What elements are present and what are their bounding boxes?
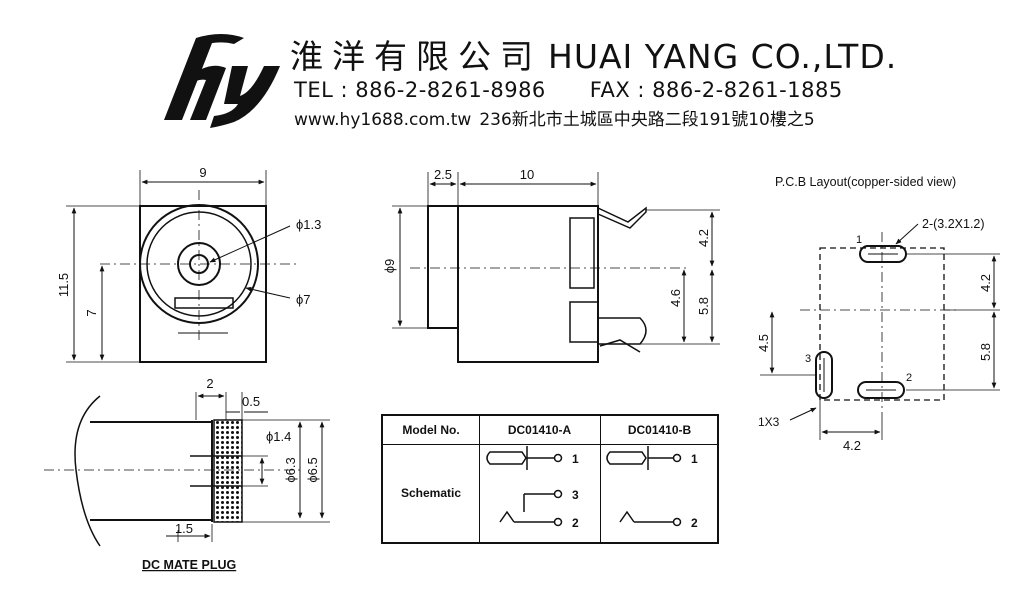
web-address-line: www.hy1688.com.tw 236新北市土城區中央路二段191號10樓之5	[294, 105, 815, 130]
model-table-divider-2	[600, 416, 601, 542]
pcb-title: P.C.B Layout(copper-sided view)	[775, 175, 956, 189]
model-table-header-b: DC01410-B	[627, 423, 692, 437]
schematic-a-pin-2: 2	[572, 516, 579, 530]
front-pin-diameter-label: ϕ1.3	[296, 217, 321, 232]
front-height-label: 11.5	[56, 273, 71, 297]
hy-logo	[164, 34, 280, 128]
side-flange-label: 2.5	[434, 167, 452, 182]
model-table-divider-1	[479, 416, 480, 542]
pcb-dim-left: 4.5	[756, 334, 771, 352]
front-width-label: 9	[199, 165, 206, 180]
telephone: TEL : 886-2-8261-8986	[294, 78, 546, 102]
schematic-b	[606, 446, 682, 527]
website-link[interactable]: www.hy1688.com.tw	[294, 110, 472, 130]
pcb-layout	[760, 223, 1000, 440]
schematic-a-pin-1: 1	[572, 452, 579, 466]
street-address: 236新北市土城區中央路二段191號10樓之5	[479, 110, 815, 130]
model-table-header-row	[383, 416, 717, 445]
side-dim-b-label: 4.6	[668, 289, 683, 307]
plug-caption: DC MATE PLUG	[142, 558, 236, 572]
pcb-pin2-label: 2	[906, 372, 912, 384]
side-dim-c-label: 5.8	[696, 297, 711, 315]
pcb-pin1-label: 1	[856, 234, 862, 246]
side-dim-a-label: 4.2	[696, 229, 711, 247]
pcb-dim-right-bottom: 5.8	[978, 343, 993, 361]
plug-dim-bottom: 1.5	[175, 521, 193, 536]
model-table-header-model: Model No.	[402, 423, 460, 437]
schematic-b-pin-2: 2	[691, 516, 698, 530]
pcb-pin3-label: 3	[805, 353, 811, 365]
company-name-en: HUAI YANG CO.,LTD.	[548, 37, 898, 76]
plug-dim-top-a: 2	[206, 376, 213, 391]
front-view	[66, 170, 300, 363]
schematic-a	[486, 446, 563, 527]
model-table: Model No. DC01410-A DC01410-B Schematic	[381, 414, 719, 544]
side-diameter-label: ϕ9	[382, 259, 397, 274]
pcb-slot-label: 2-(3.2X1.2)	[922, 217, 985, 231]
schematic-b-pin-1: 1	[691, 452, 698, 466]
pcb-dim-right-top: 4.2	[978, 274, 993, 292]
front-center-height-label: 7	[84, 309, 99, 316]
plug-dim-top-b: 0.5	[242, 394, 260, 409]
model-table-row-label: Schematic	[400, 486, 462, 500]
plug-inner-diameter-label: ϕ6.3	[283, 457, 298, 482]
contact-line: TEL : 886-2-8261-8986 FAX : 886-2-8261-18…	[294, 78, 843, 102]
fax: FAX : 886-2-8261-1885	[589, 78, 843, 102]
side-view	[392, 172, 720, 363]
plug-outer-diameter-label: ϕ6.5	[305, 457, 320, 482]
front-outer-diameter-label: ϕ7	[296, 292, 311, 307]
side-body-length-label: 10	[520, 167, 534, 182]
plug-pin-diameter-label: ϕ1.4	[266, 429, 291, 444]
schematic-a-pin-3: 3	[572, 488, 579, 502]
pcb-dim-bottom: 4.2	[843, 438, 861, 453]
mate-plug-view	[44, 392, 330, 547]
pcb-pin3-slot-label: 1X3	[758, 415, 780, 429]
company-name-cn: 淮洋有限公司	[290, 37, 542, 76]
model-table-header-a: DC01410-A	[507, 423, 572, 437]
